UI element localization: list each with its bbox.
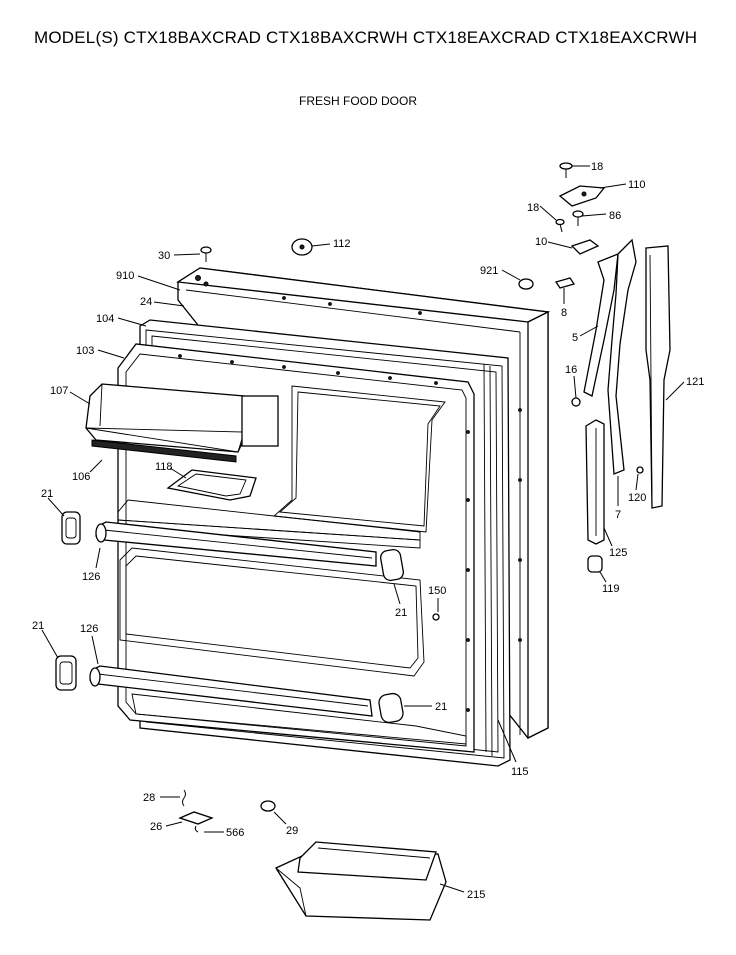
label-24: 24 [140,296,152,308]
screw-18-mid [555,218,565,233]
section-title: FRESH FOOD DOOR [299,94,418,108]
shelf-118 [166,469,257,501]
end-cap-21-right-lower [378,692,404,724]
spring-28 [182,789,186,807]
hinge-pin-10 [570,239,600,255]
label-118: 118 [155,461,173,473]
label-21-right-lower: 21 [435,701,447,713]
label-106: 106 [72,471,90,483]
label-126-upper: 126 [82,571,100,583]
plate-26 [178,811,214,825]
label-921: 921 [480,265,498,277]
screw-30 [200,246,212,262]
screw-18-top [559,162,573,178]
label-7: 7 [615,509,621,521]
label-16: 16 [565,364,577,376]
label-110: 110 [628,179,646,191]
label-104: 104 [96,313,114,325]
plug-112 [291,238,313,256]
label-107: 107 [50,385,68,397]
part-labels: 18 110 18 86 10 30 112 921 910 24 8 104 … [32,161,704,901]
label-28: 28 [143,792,155,804]
label-115: 115 [511,766,529,778]
model-list-title: MODEL(S) CTX18BAXCRAD CTX18BAXCRWH CTX18… [34,28,698,47]
label-121: 121 [686,376,704,388]
label-8: 8 [561,307,567,319]
label-29: 29 [286,825,298,837]
door-rail-lower [89,665,373,717]
label-21-left-upper: 21 [41,488,53,500]
door-handle-5 [583,238,637,475]
label-26: 26 [150,821,162,833]
label-119: 119 [602,583,620,595]
dairy-compartment-door [85,383,279,463]
label-21-right-upper: 21 [395,607,407,619]
label-18-mid: 18 [527,202,539,214]
screw-16 [571,397,581,407]
side-trim-121 [645,245,671,509]
label-10: 10 [535,236,547,248]
top-hinge-110 [558,185,606,207]
label-125: 125 [609,547,627,559]
plug-921 [518,278,534,290]
label-103: 103 [76,345,94,357]
label-215: 215 [467,889,485,901]
cam-29 [260,800,276,812]
label-112: 112 [333,238,351,250]
screw-86 [572,210,584,226]
handle-channel-125 [585,419,605,545]
door-bin-215 [275,841,447,921]
label-566: 566 [226,827,244,839]
label-86: 86 [609,210,621,222]
screw-150 [432,613,440,621]
clip-566 [194,825,199,833]
label-910: 910 [116,270,134,282]
label-18-top: 18 [591,161,603,173]
end-cap-21-right-upper [380,548,404,582]
label-5: 5 [572,332,578,344]
label-21-left-lower: 21 [32,620,44,632]
label-120: 120 [628,492,646,504]
end-cap-21-left-lower [55,655,77,691]
label-150: 150 [428,585,446,597]
handle-cap-119 [587,555,603,573]
end-cap-21-left-upper [61,511,81,545]
label-126-lower: 126 [80,623,98,635]
leader-lines [41,165,685,893]
bracket-8 [554,277,576,289]
door-rail-upper [95,521,377,567]
screw-120 [636,466,644,474]
label-30: 30 [158,250,170,262]
